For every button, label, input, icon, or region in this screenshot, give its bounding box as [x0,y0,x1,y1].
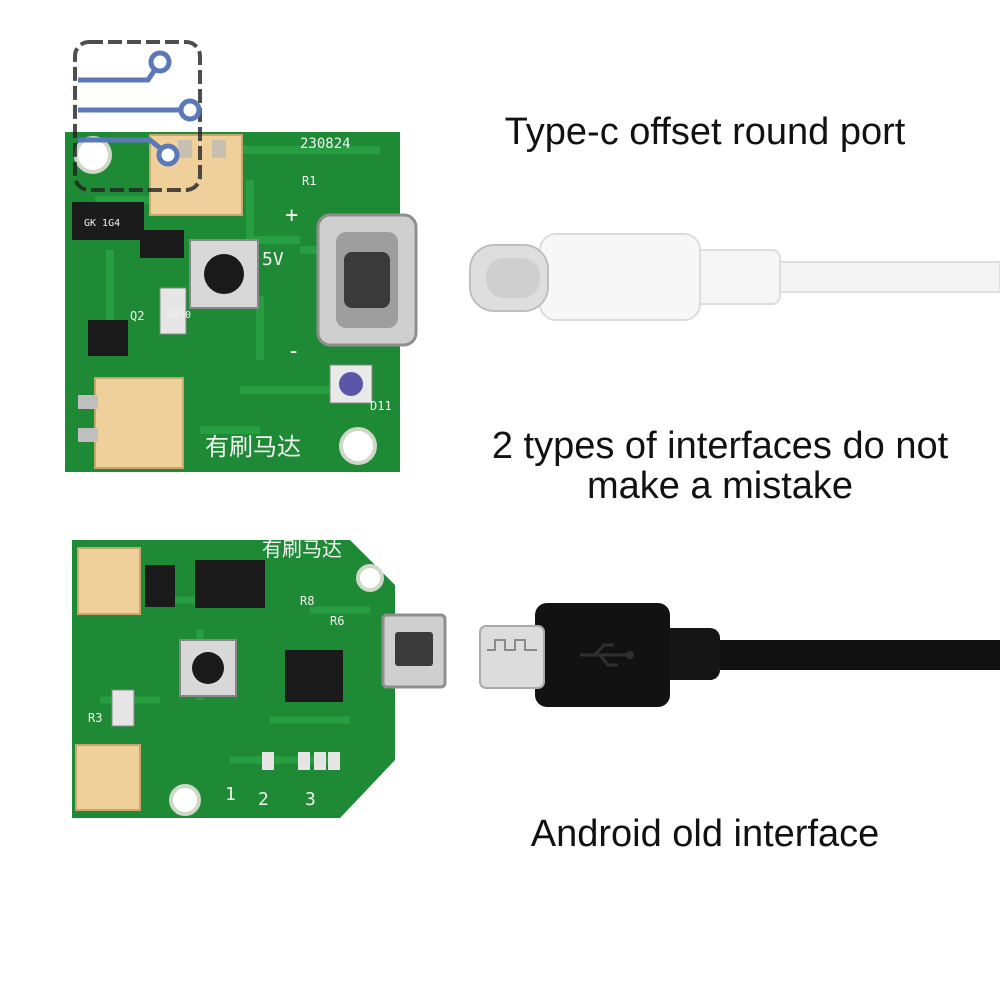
top-motor-label: 有刷马达 [205,433,301,461]
svg-text:Q2: Q2 [130,309,144,323]
svg-text:+: + [285,203,298,228]
svg-text:GK 1G4: GK 1G4 [84,218,120,229]
svg-text:R6: R6 [330,614,344,628]
svg-text:R8: R8 [300,594,314,608]
interfaces-caption: 2 types of interfaces do not make a mist… [491,425,949,507]
android-caption: Android old interface [530,813,880,855]
svg-text:5V: 5V [262,249,284,270]
svg-text:2: 2 [258,789,269,810]
top-date-code: 230824 [300,136,351,152]
svg-text:R030: R030 [167,310,191,321]
svg-text:R3: R3 [88,711,102,725]
bottom-motor-label: 有刷马达 [262,537,342,561]
svg-text:3: 3 [305,789,316,810]
svg-text:D11: D11 [370,399,392,413]
svg-text:-: - [287,339,300,364]
svg-text:R1: R1 [302,174,316,188]
typec-caption: Type-c offset round port [504,111,906,153]
svg-text:1: 1 [225,784,236,805]
